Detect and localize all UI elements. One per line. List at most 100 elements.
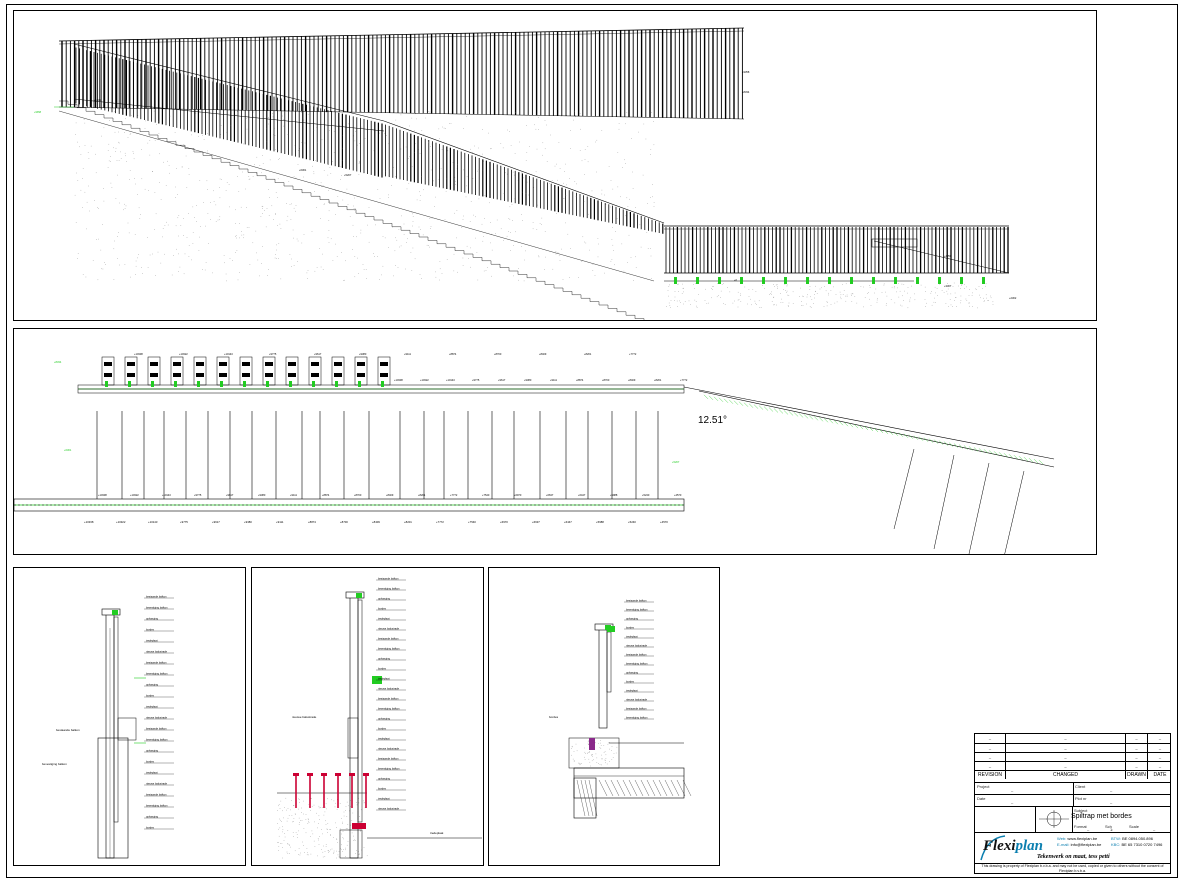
title-block: – – – – – – – – – – – – – – – – REVISION…: [974, 733, 1171, 874]
change-cell: –: [1005, 753, 1125, 761]
elevation-tag-top: +10338: [134, 352, 143, 356]
detail-2-anchor-head: [363, 773, 369, 776]
top-post-anchor: [266, 381, 269, 387]
ramp-hatch: [814, 416, 818, 420]
detail-1-label: tredeplaat: [146, 704, 158, 708]
date-value: –: [1011, 800, 1013, 805]
detail-1-label: tredeplaat: [146, 770, 158, 774]
email-value[interactable]: info@flexiplan.be: [1071, 842, 1102, 847]
ramp-hatch: [1034, 459, 1038, 463]
detail-3-label: bordes: [626, 679, 635, 683]
elevation-tag-upper: +9380: [258, 493, 266, 497]
top-post-block: [334, 373, 342, 377]
date-label: Date: [977, 796, 985, 801]
elevation-tag: +7772: [436, 520, 444, 524]
ramp-hatch: [874, 428, 878, 432]
top-post-anchor: [381, 381, 384, 387]
detail-1-label: ophanging: [146, 682, 159, 686]
detail-3-bolt: [589, 738, 595, 750]
support-marker: [784, 277, 787, 284]
elevation-tag: +10143: [148, 520, 158, 524]
detail-3-slab: [574, 768, 684, 798]
ramp-hatch: [769, 408, 773, 412]
elevation-tag: +9380: [244, 520, 252, 524]
detail-1-label: bordes: [146, 693, 155, 697]
top-post: [125, 357, 137, 385]
ramp-bottom: [699, 391, 1054, 467]
top-post-cap: [334, 362, 342, 366]
ramp-column: [969, 463, 989, 554]
elevation-tag-top: +8874: [449, 352, 457, 356]
top-post-cap: [380, 362, 388, 366]
web-value[interactable]: www.flexiplan.be: [1067, 836, 1097, 841]
elevation-tag-upper: +5240: [642, 493, 650, 497]
elevation-tag-top: +9111: [404, 352, 411, 356]
detail-2-label: bordes: [378, 666, 387, 670]
detail-2-label: ophanging: [378, 656, 391, 660]
level-tag: +8334: [742, 90, 750, 94]
legal-notice: This drawing is property of Flexiplan b.…: [975, 863, 1170, 873]
top-post-cap: [150, 362, 158, 366]
green-level-tag: +8334: [54, 360, 62, 364]
detail-3-post: [599, 628, 607, 728]
detail-1-label: bordes: [146, 759, 155, 763]
top-post: [263, 357, 275, 385]
btw-line: BTW: BE 0894.050.896: [1111, 836, 1153, 841]
detail-1-panel: [114, 617, 118, 822]
plot-value: –: [1110, 800, 1112, 805]
elevation-tag: +8700: [340, 520, 348, 524]
rev-cell: –: [975, 734, 1005, 743]
top-post-block: [173, 373, 181, 377]
top-post: [355, 357, 367, 385]
elevation-tag: +6637: [532, 520, 540, 524]
detail-3-slab-hatch: [641, 780, 649, 796]
web-key: Web:: [1057, 836, 1066, 841]
detail-3-label: bestaande balkon: [626, 706, 647, 710]
rev-cell: –: [975, 744, 1005, 752]
elevation-tag-top: +9775: [269, 352, 277, 356]
elevation-tag-top: +8201: [584, 352, 592, 356]
detail-3-label: bestaande balkon: [626, 652, 647, 656]
top-post-block: [127, 373, 135, 377]
elevation-tag-upper: +6637: [546, 493, 554, 497]
revision-row: – – – –: [975, 752, 1170, 761]
elevation-tag: +5240: [628, 520, 636, 524]
detail-3-slab-hatch: [623, 780, 631, 796]
detail-2-callout: tredeplaat: [430, 831, 444, 835]
view-symbol-icon: [1037, 808, 1071, 830]
change-cell: –: [1005, 734, 1125, 743]
top-post-anchor: [312, 381, 315, 387]
support-marker: [806, 277, 809, 284]
top-post-anchor: [358, 381, 361, 387]
top-post-block: [357, 373, 365, 377]
revision-header: REVISION: [975, 771, 1005, 779]
top-post-anchor: [128, 381, 131, 387]
detail-3-label: nieuwe balustrade: [626, 643, 648, 647]
stair-steps: [59, 101, 671, 321]
rev-cell: –: [975, 753, 1005, 761]
detail-2-label: ophanging: [378, 716, 391, 720]
drawn-cell: –: [1125, 744, 1147, 752]
elevation-tag-mid: +9380: [524, 378, 532, 382]
ramp-hatch: [979, 448, 983, 452]
detail-3-label: bordes: [626, 625, 635, 629]
detail-1-label: bevestiging balkon: [146, 605, 168, 609]
plot-cell: [1073, 795, 1172, 806]
detail-3-label: bestaande balkon: [626, 598, 647, 602]
detail-1-label: bevestiging balkon: [146, 737, 168, 741]
top-post-block: [219, 373, 227, 377]
detail-2-anchor-head: [335, 773, 341, 776]
revision-header-row: REVISION CHANGED DRAWN DATE: [975, 770, 1170, 779]
ramp-hatch: [784, 410, 788, 414]
ramp-hatch: [894, 432, 898, 436]
detail-2-label: ophanging: [378, 596, 391, 600]
detail-3-label: bevestiging balkon: [626, 661, 648, 665]
top-post-cap: [104, 362, 112, 366]
btw-value: BE 0894.050.896: [1122, 836, 1153, 841]
elevation-tag-mid: +9617: [498, 378, 506, 382]
plot-label: Plot nr: [1075, 796, 1087, 801]
detail-2-label: bevestiging balkon: [378, 706, 400, 710]
viewport-stair-elevation: +9358+9358+8334+6301+5207+4250+3307+2302…: [13, 10, 1097, 321]
detail-3-slab-hatch: [617, 780, 625, 796]
detail-2-cap-accent: [356, 593, 362, 598]
